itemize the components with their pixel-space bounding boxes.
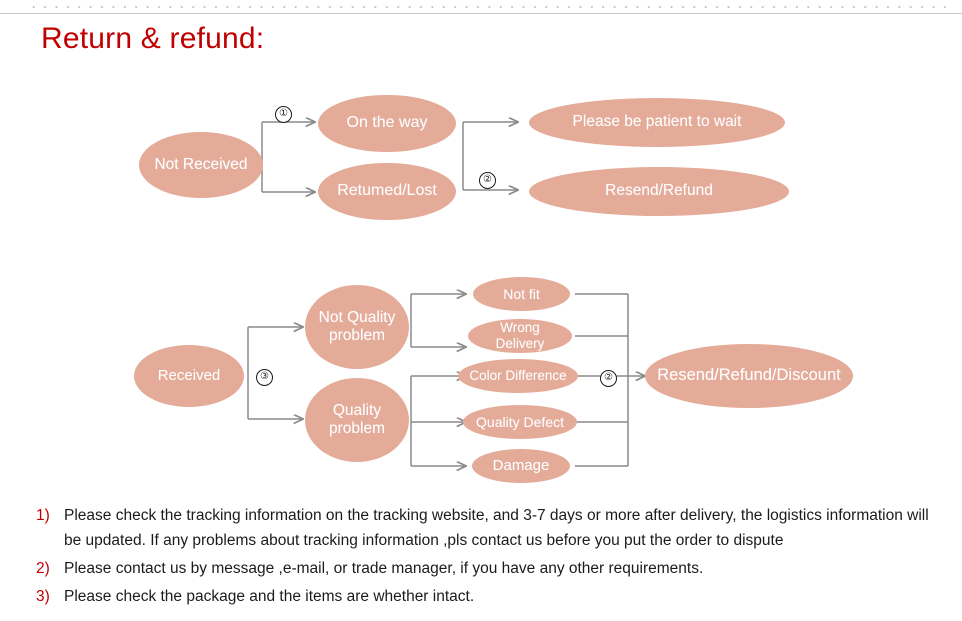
oval-label: Quality problem xyxy=(329,401,385,437)
oval-quality-defect: Quality Defect xyxy=(463,405,577,439)
oval-wrong-delivery: Wrong Delivery xyxy=(468,319,572,353)
step-marker-3: ③ xyxy=(256,369,273,386)
note-text: Please check the tracking information on… xyxy=(64,507,929,549)
oval-label: Damage xyxy=(492,457,550,475)
oval-received: Received xyxy=(134,345,244,407)
oval-label: Resend/Refund xyxy=(605,182,713,200)
oval-label: Wrong Delivery xyxy=(495,320,545,351)
oval-resend-refund: Resend/Refund xyxy=(529,167,789,216)
oval-label: Resend/Refund/Discount xyxy=(657,366,841,385)
oval-label: Please be patient to wait xyxy=(572,113,742,131)
oval-on-the-way: On the way xyxy=(318,95,456,152)
oval-returned-lost: Retumed/Lost xyxy=(318,163,456,220)
oval-not-received: Not Received xyxy=(139,132,263,198)
oval-label: Not fit xyxy=(503,285,540,302)
oval-damage: Damage xyxy=(472,449,570,483)
oval-label: Not Received xyxy=(154,155,248,173)
top-dotted-rule xyxy=(28,4,948,10)
oval-label: Not Quality problem xyxy=(318,308,396,344)
note-marker: 3) xyxy=(36,588,50,605)
oval-please-be-patient-to-wait: Please be patient to wait xyxy=(529,98,785,147)
oval-color-difference: Color Difference xyxy=(458,359,578,393)
oval-label: Color Difference xyxy=(469,368,567,384)
oval-not-quality-problem: Not Quality problem xyxy=(305,285,409,369)
oval-label: On the way xyxy=(346,114,428,132)
oval-label: Retumed/Lost xyxy=(337,182,437,200)
oval-label: Quality Defect xyxy=(476,413,564,430)
note-item: 3) Please check the package and the item… xyxy=(36,584,948,609)
step-marker-2-top: ② xyxy=(479,172,496,189)
note-marker: 2) xyxy=(36,560,50,577)
step-marker-2-bottom: ② xyxy=(600,370,617,387)
note-text: Please contact us by message ,e-mail, or… xyxy=(64,560,704,577)
page-title: Return & refund: xyxy=(41,22,265,55)
note-marker: 1) xyxy=(36,507,50,524)
oval-resend-refund-discount: Resend/Refund/Discount xyxy=(645,344,853,408)
oval-quality-problem: Quality problem xyxy=(305,378,409,462)
note-item: 1) Please check the tracking information… xyxy=(36,503,948,553)
oval-label: Received xyxy=(157,367,221,385)
oval-not-fit: Not fit xyxy=(473,277,570,311)
note-item: 2) Please contact us by message ,e-mail,… xyxy=(36,556,948,581)
notes-list: 1) Please check the tracking information… xyxy=(36,503,948,612)
step-marker-1: ① xyxy=(275,106,292,123)
note-text: Please check the package and the items a… xyxy=(64,588,475,605)
top-horizontal-rule xyxy=(0,13,962,14)
